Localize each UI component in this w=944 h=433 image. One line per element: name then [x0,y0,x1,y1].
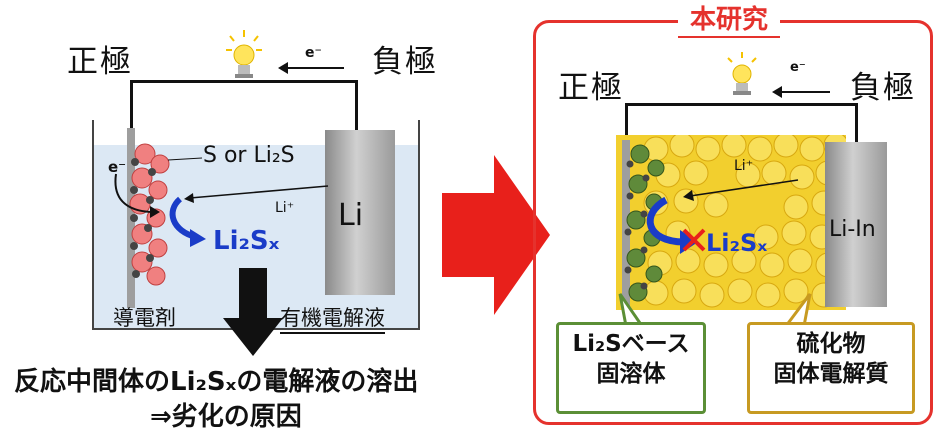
callout-left-line1: Li₂Sベース [572,331,690,357]
li-anode-block [325,130,395,295]
circuit-wire-top [130,80,358,83]
cathode-label-right: 正極 [558,70,624,106]
light-bulb-icon [226,30,262,78]
circuit-wire-left-right [625,103,628,145]
li2sx-label: Li₂Sₓ [213,226,280,256]
caption-line2: ⇒劣化の原因 [150,402,302,432]
li-ion-label-right: Li⁺ [734,158,754,174]
li-ion-arrow [184,185,329,203]
electron-label-right: e⁻ [790,60,806,75]
down-arrow-icon [223,268,283,356]
this-research-title: 本研究 [678,4,781,38]
conductive-agent-label: 導電剤 [113,306,176,330]
callout-right-line1: 硫化物 [796,331,866,357]
anode-material-label: Li [338,198,364,233]
sulfide-electrolyte-callout: 硫化物 固体電解質 [747,322,915,414]
circuit-wire-left [130,80,133,138]
circuit-wire-top-right [625,103,858,106]
anode-material-label-right: Li-In [829,217,876,242]
li-ion-arrow-right [683,179,799,201]
li2s-solid-solution-callout: Li₂Sベース 固溶体 [556,322,706,414]
circuit-wire-right [355,80,358,130]
li-ion-label: Li⁺ [275,200,295,216]
electron-flow-arrow [278,62,344,74]
caption-line1: 反応中間体のLi₂Sₓの電解液の溶出 [14,367,419,397]
callout-right-line2: 固体電解質 [773,361,889,387]
anode-label-right: 負極 [850,70,916,106]
li-in-anode-block [825,142,887,307]
organic-electrolyte-label: 有機電解液 [280,302,385,334]
anode-label: 負極 [372,44,438,80]
light-bulb-icon-right [727,52,757,95]
electron-flow-arrow-right [772,86,830,98]
electron-left-label: e⁻ [108,158,127,176]
electron-path-arrow [114,173,160,218]
blocked-dissolution-arrow [646,196,706,254]
cathode-plate-right [622,140,630,310]
circuit-wire-right-right [855,103,858,145]
dissolution-arrow [169,196,206,247]
callout-left-line2: 固溶体 [596,361,666,387]
s-pointer-line [168,157,203,161]
electron-label: e⁻ [305,45,322,61]
li2s-solid-solution-particles [624,144,665,302]
cathode-label: 正極 [67,44,133,80]
cathode-particles [129,143,170,286]
s-or-li2s-label: S or Li₂S [203,143,295,168]
li2sx-label-right: Li₂Sₓ [706,229,768,257]
big-red-arrow-icon [442,155,550,315]
